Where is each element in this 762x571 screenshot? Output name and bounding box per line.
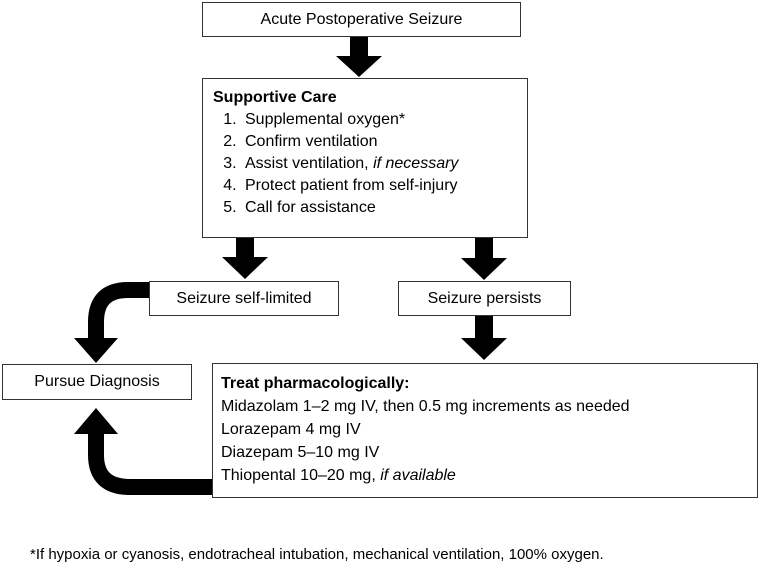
arrow-treat-to-diagnosis — [88, 432, 212, 495]
supportive-step: Assist ventilation, if necessary — [241, 153, 517, 175]
node-persists-label: Seizure persists — [427, 289, 542, 307]
node-pursue-diagnosis: Pursue Diagnosis — [2, 364, 192, 400]
arrow-treat-to-diagnosis-head — [74, 408, 118, 434]
treat-heading: Treat pharmacologically: — [221, 375, 410, 392]
treat-line: Thiopental 10–20 mg, if available — [221, 467, 456, 484]
treat-line: Midazolam 1–2 mg IV, then 0.5 mg increme… — [221, 398, 630, 415]
node-acute-postoperative-seizure: Acute Postoperative Seizure — [202, 2, 521, 37]
supportive-step: Call for assistance — [241, 197, 517, 219]
arrow-supportive-to-self-limited — [222, 238, 268, 279]
arrow-supportive-to-persists — [461, 238, 507, 280]
arrow-persists-to-treat — [461, 315, 507, 360]
treat-line: Lorazepam 4 mg IV — [221, 421, 361, 438]
node-treat-pharmacologically: Treat pharmacologically: Midazolam 1–2 m… — [212, 363, 758, 498]
node-self-limited-label: Seizure self-limited — [176, 289, 312, 307]
node-supportive-care: Supportive Care Supplemental oxygen* Con… — [202, 78, 528, 238]
arrow-self-limited-to-diagnosis-head — [74, 338, 118, 363]
supportive-step: Confirm ventilation — [241, 131, 517, 153]
node-acute-label: Acute Postoperative Seizure — [260, 10, 463, 28]
supportive-step: Supplemental oxygen* — [241, 109, 517, 131]
node-seizure-self-limited: Seizure self-limited — [149, 281, 339, 316]
treat-line: Diazepam 5–10 mg IV — [221, 444, 380, 461]
node-diagnosis-label: Pursue Diagnosis — [34, 373, 160, 390]
supportive-step: Protect patient from self-injury — [241, 175, 517, 197]
node-seizure-persists: Seizure persists — [398, 281, 571, 316]
footnote: *If hypoxia or cyanosis, endotracheal in… — [30, 546, 604, 563]
supportive-care-steps: Supplemental oxygen* Confirm ventilation… — [213, 109, 517, 219]
arrow-self-limited-to-diagnosis — [88, 282, 150, 340]
arrow-acute-to-supportive — [336, 37, 382, 77]
supportive-care-heading: Supportive Care — [213, 89, 337, 106]
